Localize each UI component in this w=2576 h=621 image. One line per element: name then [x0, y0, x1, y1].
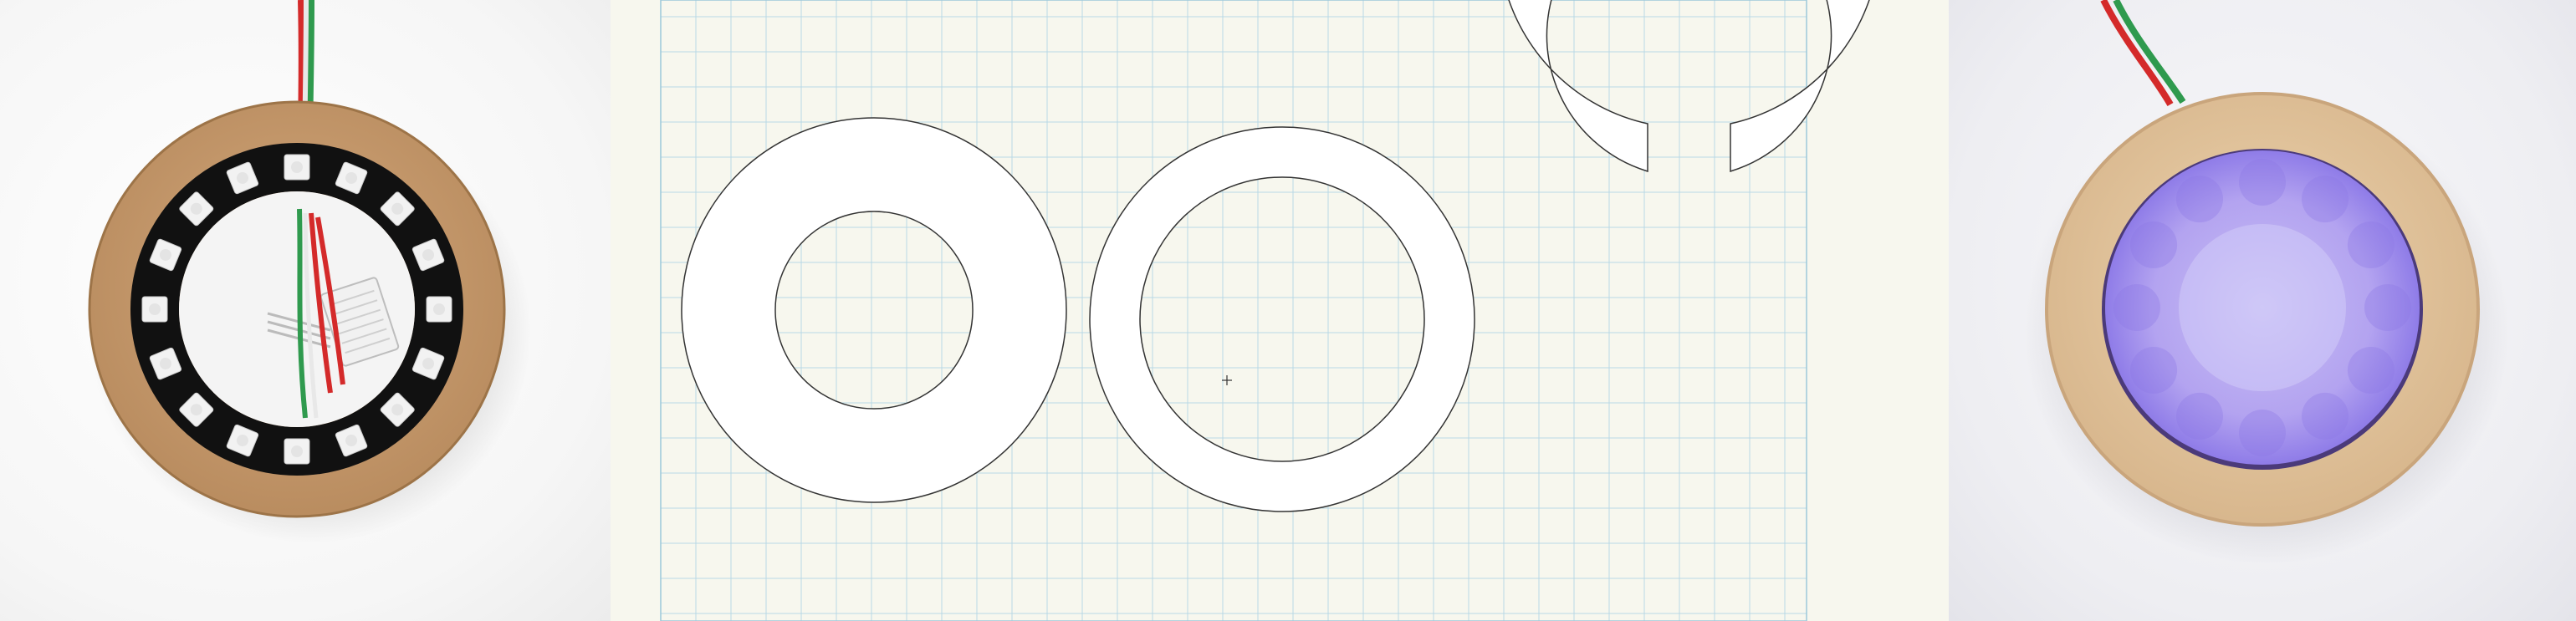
- glow-spot: [2113, 284, 2160, 331]
- diffuser-lit: [2105, 150, 2420, 465]
- thin-ring-piece[interactable]: [1089, 126, 1475, 512]
- wire-bundle-inner: [297, 208, 345, 419]
- glow-spot: [2176, 392, 2223, 440]
- assembled-ring-illustration: [88, 0, 531, 543]
- solid-ring-piece[interactable]: [681, 117, 1067, 503]
- photo-lit-lamp: [1949, 0, 2576, 621]
- led-lens: [190, 404, 202, 416]
- led-lens: [422, 248, 435, 261]
- glow-spot: [2130, 347, 2178, 394]
- cut-file-drawing: [660, 0, 1879, 621]
- glow-spot: [2347, 347, 2395, 394]
- lamp-wires: [2100, 0, 2186, 106]
- led-lens: [391, 202, 404, 215]
- design-grid: [660, 0, 1807, 621]
- diffuser-center-highlight: [2179, 224, 2346, 391]
- glow-spot: [2239, 159, 2286, 206]
- led-lens: [236, 435, 248, 447]
- led-lens: [422, 358, 435, 370]
- led-lens: [190, 202, 202, 215]
- cut-file-canvas: [611, 0, 1949, 621]
- glow-spot: [2176, 176, 2223, 223]
- led-array: [141, 154, 452, 465]
- led-glow-spots: [2113, 159, 2411, 456]
- led-lens: [149, 303, 161, 315]
- led-lens: [433, 303, 445, 315]
- ring-opening: [179, 191, 415, 427]
- led-lens: [291, 445, 303, 457]
- led-lens: [345, 171, 358, 184]
- crosshair-icon: [1222, 375, 1232, 385]
- glow-spot: [2347, 221, 2395, 268]
- led-lens: [159, 248, 171, 261]
- glow-spot: [2302, 176, 2349, 223]
- glow-spot: [2364, 284, 2411, 331]
- led-lens: [159, 358, 171, 370]
- led-lens: [391, 404, 404, 416]
- led-lens: [345, 435, 358, 447]
- led-lens: [291, 161, 303, 173]
- photo-assembled-ring: [0, 0, 611, 621]
- led-lens: [236, 171, 248, 184]
- glow-spot: [2130, 221, 2178, 268]
- glow-spot: [2302, 392, 2349, 440]
- split-ring-piece[interactable]: [1498, 0, 1879, 173]
- temperature-sensor-module: [267, 277, 400, 367]
- glow-spot: [2239, 410, 2286, 456]
- grid-border: [660, 0, 1807, 621]
- lit-lamp-illustration: [2024, 0, 2509, 564]
